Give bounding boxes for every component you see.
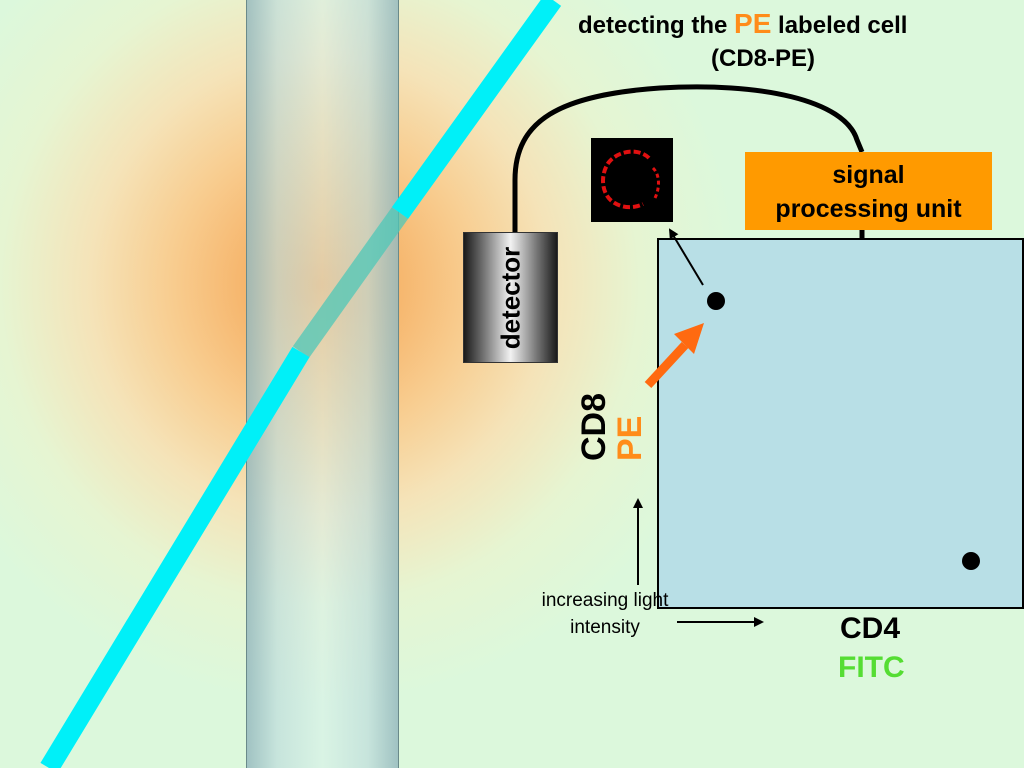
red-ring-cell-icon (591, 138, 673, 222)
signal-cable (512, 84, 865, 232)
y-axis-label: CD8 PE (575, 392, 649, 462)
cell-ring-svg (601, 149, 660, 210)
diagram-subtitle: (CD8-PE) (711, 45, 816, 72)
diagram-title: detecting the PE labeled cell (578, 8, 907, 40)
title-suffix: labeled cell (771, 12, 908, 39)
intensity-note-line1: increasing light (541, 590, 669, 611)
detector-icon: detector (463, 232, 558, 363)
cell-dot-icon (962, 552, 980, 570)
signal-unit-line1: signal (832, 161, 905, 189)
y-axis-pe: PE (611, 415, 649, 462)
signal-processing-unit: signal processing unit (745, 152, 992, 230)
x-axis-fitc: FITC (838, 651, 905, 684)
dot-to-image-arrow (668, 228, 704, 286)
laser-beam-inside (292, 207, 409, 358)
title-pe-highlight: PE (734, 8, 772, 39)
x-axis-cd4: CD4 (840, 612, 901, 645)
intensity-note: increasing light intensity (525, 587, 685, 641)
title-prefix: detecting the (578, 12, 735, 39)
laser-beam-upper (391, 0, 562, 219)
orange-arrow-icon (644, 341, 689, 389)
intensity-note-line2: intensity (570, 617, 640, 638)
signal-unit-line2: processing unit (775, 195, 962, 223)
y-axis-cd8: CD8 (575, 392, 613, 462)
orange-arrowhead (674, 323, 704, 354)
cell-dot-icon (707, 292, 725, 310)
laser-beam-lower (40, 346, 310, 768)
